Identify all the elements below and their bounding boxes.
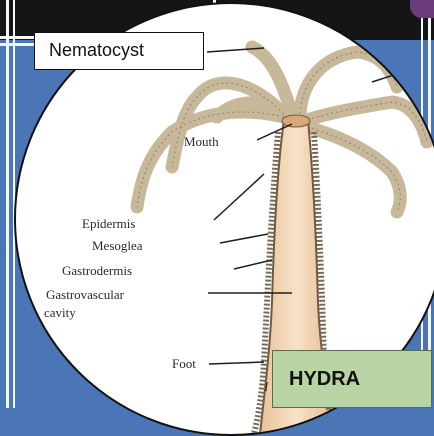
hydra-title-badge: HYDRA bbox=[272, 350, 432, 408]
tentacle-right-2 bbox=[307, 127, 400, 212]
label-mouth: Mouth bbox=[184, 134, 219, 150]
tentacle-left-3 bbox=[137, 112, 284, 207]
label-foot: Foot bbox=[172, 356, 196, 372]
label-gastrodermis: Gastrodermis bbox=[62, 263, 132, 279]
label-cavity: cavity bbox=[44, 305, 76, 321]
label-fragment: I bbox=[264, 379, 268, 395]
label-epidermis: Epidermis bbox=[82, 216, 135, 232]
hydra-title: HYDRA bbox=[289, 368, 360, 391]
nematocyst-label: Nematocyst bbox=[49, 40, 144, 61]
leader-foot bbox=[209, 362, 264, 364]
nematocyst-callout-box: Nematocyst bbox=[34, 32, 204, 70]
leader-epidermis bbox=[214, 174, 264, 220]
left-stripe-outer bbox=[6, 0, 9, 408]
leader-mesoglea bbox=[220, 234, 268, 243]
hypostome bbox=[282, 115, 310, 127]
label-mesoglea: Mesoglea bbox=[92, 238, 143, 254]
label-gastrovascular: Gastrovascular bbox=[46, 287, 124, 303]
